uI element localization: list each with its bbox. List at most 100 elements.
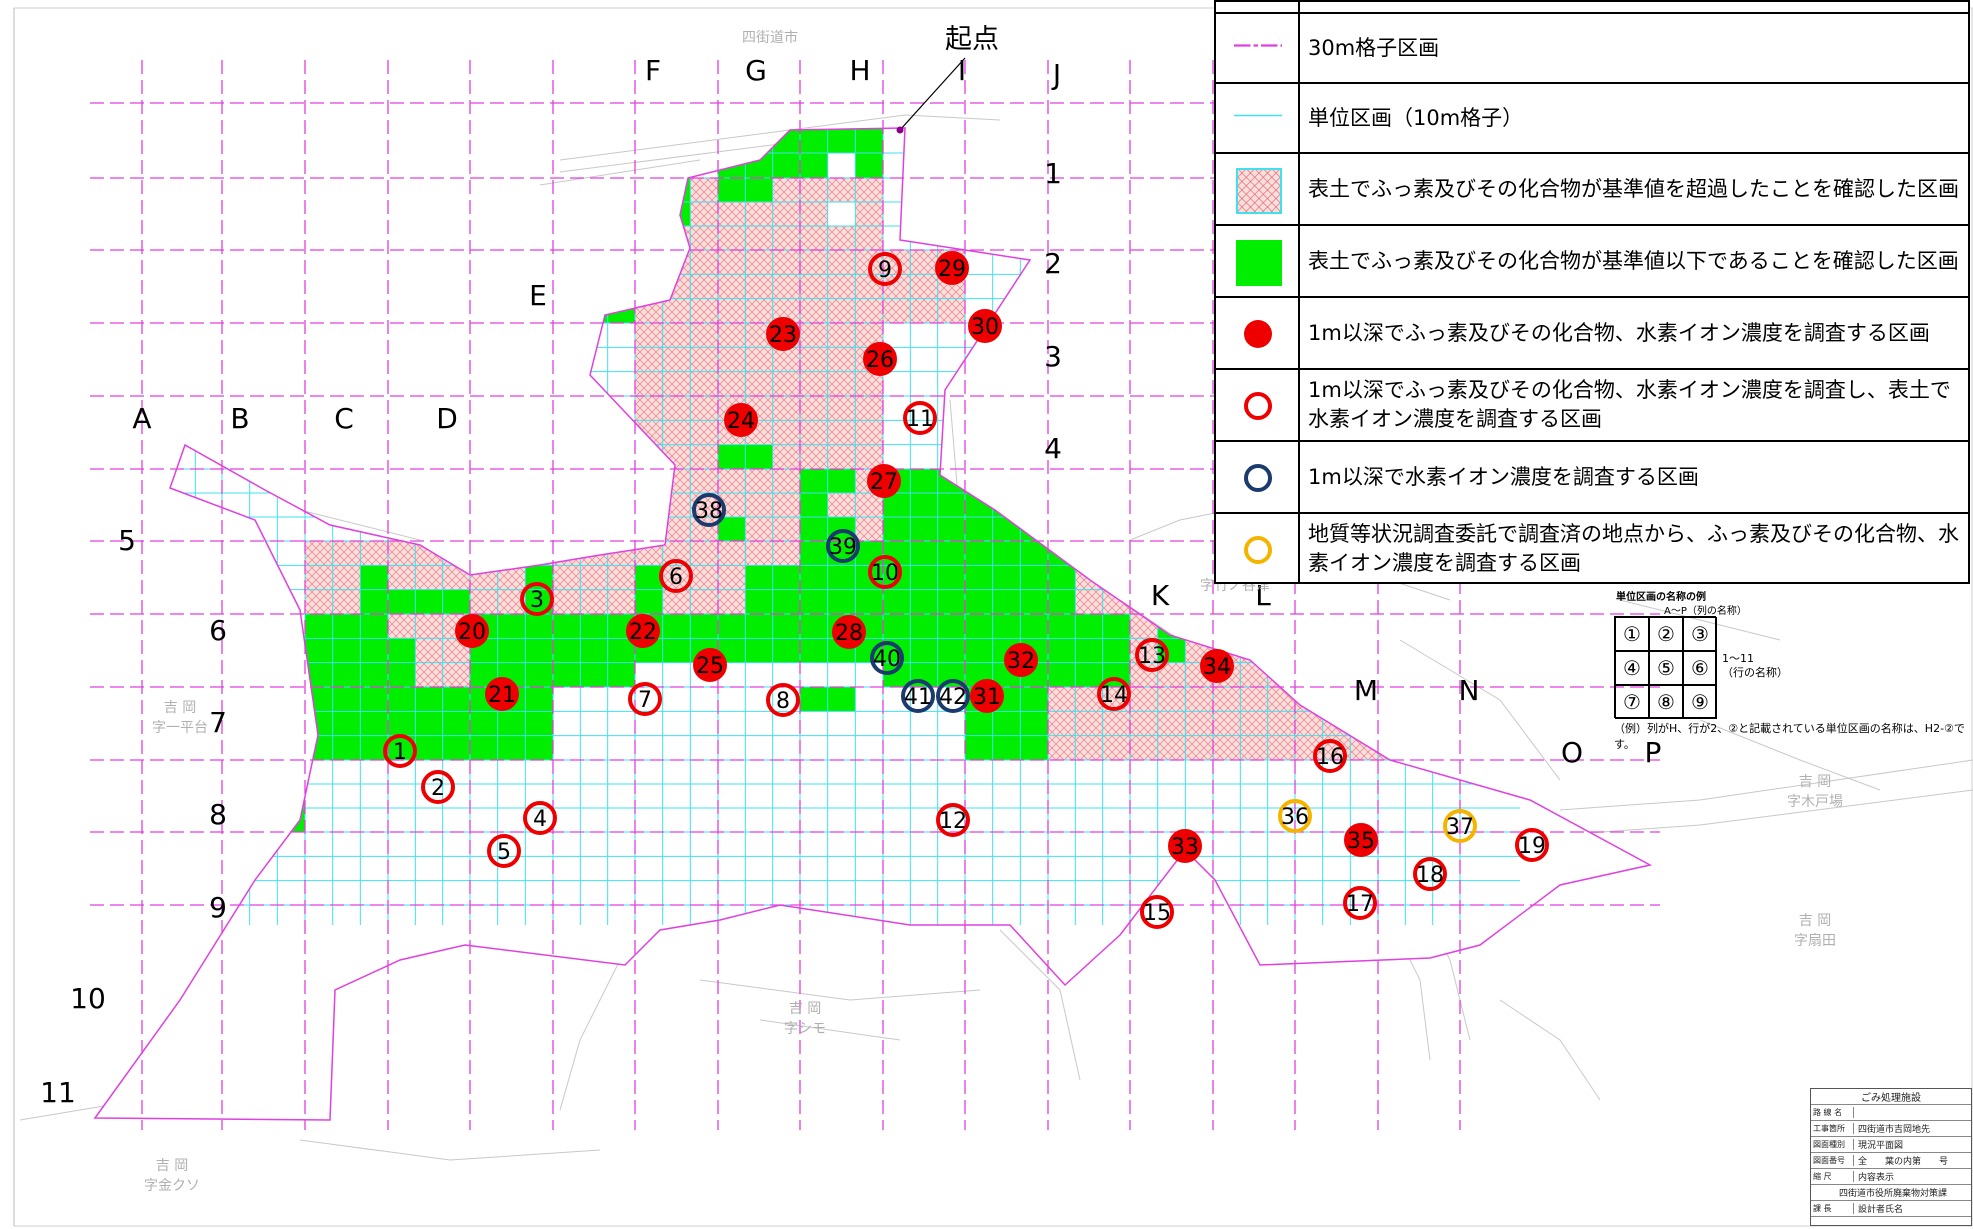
sample-point-39: 39	[826, 529, 860, 563]
column-label-d: D	[436, 402, 458, 435]
sample-point-marker	[1004, 643, 1038, 677]
sample-point-marker	[1313, 739, 1347, 773]
tb-val: 内容表示	[1858, 1173, 1895, 1183]
sample-point-marker	[903, 401, 937, 435]
example-grid: ① ② ③ ④ ⑤ ⑥ ⑦ ⑧ ⑨	[1614, 616, 1717, 719]
sample-point-10: 10	[868, 555, 902, 589]
sample-point-36: 36	[1278, 799, 1312, 833]
legend-text: 1m以深で水素イオン濃度を調査する区画	[1308, 464, 1699, 489]
sample-point-number: 20	[458, 620, 486, 645]
tb-val: 設計者氏名	[1858, 1205, 1904, 1215]
place-name: 吉 岡	[156, 1158, 188, 1174]
below-standard-cell	[1048, 541, 1076, 566]
legend-symbol-cell	[1216, 2, 1300, 12]
place-name: 吉 岡	[789, 1001, 821, 1017]
red-dot-symbol	[1244, 320, 1272, 348]
sample-point-19: 19	[1515, 828, 1549, 862]
column-label-f: F	[645, 54, 661, 87]
legend-symbol-cell	[1216, 370, 1300, 440]
sample-point-number: 19	[1518, 834, 1546, 859]
row-label-4: 4	[1044, 432, 1062, 465]
below-standard-cell	[745, 178, 773, 202]
legend-symbol-cell	[1216, 154, 1300, 224]
sample-point-marker	[485, 677, 519, 711]
sample-point-marker	[520, 582, 554, 616]
sample-point-30: 30	[968, 309, 1002, 343]
column-label-o: O	[1561, 736, 1583, 769]
row-label-3: 3	[1044, 340, 1062, 373]
below-standard-cell	[388, 687, 470, 760]
legend-symbol-cell	[1216, 14, 1300, 82]
sample-point-number: 18	[1416, 863, 1444, 888]
below-standard-cell	[553, 226, 581, 250]
below-standard-cell	[1075, 493, 1103, 517]
sample-point-marker	[901, 679, 935, 713]
example-note: （例）列がH、行が2、②と記載されている単位区画の名称は、H2-②です。	[1614, 722, 1965, 751]
untested-cell	[745, 662, 773, 687]
sample-point-marker	[936, 803, 970, 837]
legend-text: 地質等状況調査委託で調査済の地点から、ふっ素及びその化合物、水素イオン濃度を調査…	[1308, 522, 1959, 575]
example-subtitle: A～P（列の名称）	[1664, 606, 1747, 617]
sample-point-25: 25	[693, 648, 727, 682]
sample-point-number: 11	[906, 407, 934, 432]
sample-point-37: 37	[1443, 809, 1477, 843]
untested-cell	[827, 153, 856, 178]
sample-point-marker	[421, 770, 455, 804]
legend-item-yellow-ring: 地質等状況調査委託で調査済の地点から、ふっ素及びその化合物、水素イオン濃度を調査…	[1216, 514, 1968, 584]
sample-point-8: 8	[766, 683, 800, 717]
below-standard-cell	[662, 202, 691, 226]
legend-symbol-cell	[1216, 298, 1300, 368]
example-cell: ①	[1615, 617, 1649, 651]
red-ring-symbol	[1244, 392, 1272, 420]
sample-point-marker	[1515, 828, 1549, 862]
below-standard-cell	[580, 202, 608, 226]
column-label-b: B	[230, 402, 249, 435]
sample-point-number: 14	[1100, 683, 1128, 708]
green-swatch	[1236, 240, 1282, 286]
sample-point-number: 30	[971, 315, 999, 340]
sample-point-42: 42	[936, 679, 970, 713]
sample-point-21: 21	[485, 677, 519, 711]
place-name: 四街道市	[742, 29, 798, 46]
below-standard-cell	[800, 469, 828, 493]
sample-point-number: 38	[695, 499, 723, 524]
untested-cell	[772, 662, 800, 687]
below-standard-cell	[553, 202, 581, 226]
column-label-a: A	[132, 402, 151, 435]
sample-point-marker	[523, 801, 557, 835]
sample-point-12: 12	[936, 803, 970, 837]
below-standard-cell	[772, 589, 800, 614]
below-standard-cell	[360, 589, 388, 614]
sample-point-number: 40	[873, 647, 901, 672]
sample-point-3: 3	[520, 582, 554, 616]
sample-point-24: 24	[724, 403, 758, 437]
tb-val: 四街道市吉岡地先	[1858, 1125, 1931, 1135]
sample-point-number: 39	[829, 535, 857, 560]
sample-point-marker	[692, 493, 726, 527]
title-block-row: 四街道市役所廃棄物対策課	[1811, 1185, 1971, 1201]
place-name: 吉 岡	[1799, 774, 1831, 790]
below-standard-cell	[883, 541, 965, 614]
below-standard-cell	[222, 735, 250, 760]
legend-symbol-cell	[1216, 84, 1300, 152]
below-standard-cell	[635, 589, 663, 614]
below-standard-cell	[388, 638, 416, 663]
sample-point-32: 32	[1004, 643, 1038, 677]
title-block: ごみ処理施設 路 線 名 工事箇所四街道市吉岡地先 図面種別現況平面図 図面番号…	[1810, 1088, 1972, 1226]
sample-point-11: 11	[903, 401, 937, 435]
legend-text: 1m以深でふっ素及びその化合物、水素イオン濃度を調査する区画	[1308, 320, 1930, 345]
sample-point-number: 27	[870, 470, 898, 495]
sample-point-38: 38	[692, 493, 726, 527]
exceed-standard-cell	[388, 469, 470, 541]
below-standard-cell	[800, 517, 828, 541]
exceed-standard-cell	[1048, 687, 1130, 760]
sample-point-marker	[936, 679, 970, 713]
column-label-j: J	[1051, 58, 1061, 91]
untested-cell	[855, 662, 883, 687]
sample-point-number: 16	[1316, 745, 1344, 770]
sample-point-number: 10	[871, 561, 899, 586]
sample-point-marker	[867, 464, 901, 498]
sample-point-number: 28	[835, 621, 863, 646]
sample-point-14: 14	[1097, 677, 1131, 711]
